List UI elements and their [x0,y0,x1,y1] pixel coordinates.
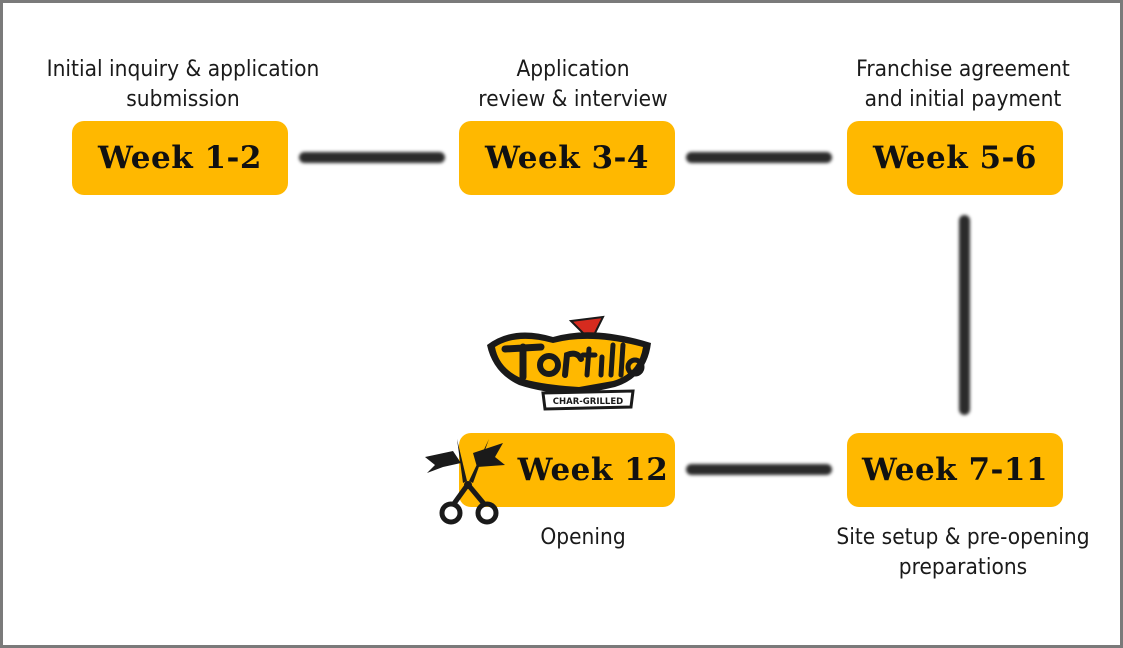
week-box-4: Week 7-11 [847,433,1063,507]
step-3-caption-line-2: and initial payment [864,87,1062,112]
step-2-caption-line-2: review & interview [478,87,668,112]
tortilla-logo: CHAR-GRILLED [487,315,651,411]
week-box-1-label: Week 1-2 [97,140,262,176]
step-3-caption: Franchise agreement and initial payment [816,55,1110,115]
step-4-caption-line-1: Site setup & pre-opening [836,525,1090,550]
connector-2-3 [686,152,832,163]
week-box-3-label: Week 5-6 [872,140,1037,176]
week-box-5-label: Week 12 [517,452,669,488]
connector-3-4 [959,215,970,415]
step-5-caption-line-1: Opening [540,525,626,550]
logo-tagline: CHAR-GRILLED [553,397,623,407]
step-3-caption-line-1: Franchise agreement [856,57,1070,82]
step-1-caption-line-1: Initial inquiry & application [46,57,320,82]
week-box-3: Week 5-6 [847,121,1063,195]
week-box-2-label: Week 3-4 [484,140,649,176]
scissors-ribbon-icon [425,439,505,525]
step-1-caption: Initial inquiry & application submission [36,55,330,115]
step-5-caption: Opening [482,523,684,553]
week-box-5: Week 12 [459,433,675,507]
step-4-caption: Site setup & pre-opening preparations [816,523,1110,583]
step-4-caption-line-2: preparations [898,555,1028,580]
connector-4-5 [686,464,832,475]
step-2-caption: Application review & interview [426,55,720,115]
step-2-caption-line-1: Application [516,57,630,82]
week-box-2: Week 3-4 [459,121,675,195]
connector-1-2 [299,152,445,163]
week-box-4-label: Week 7-11 [861,452,1049,488]
step-1-caption-line-2: submission [126,87,240,112]
week-box-1: Week 1-2 [72,121,288,195]
